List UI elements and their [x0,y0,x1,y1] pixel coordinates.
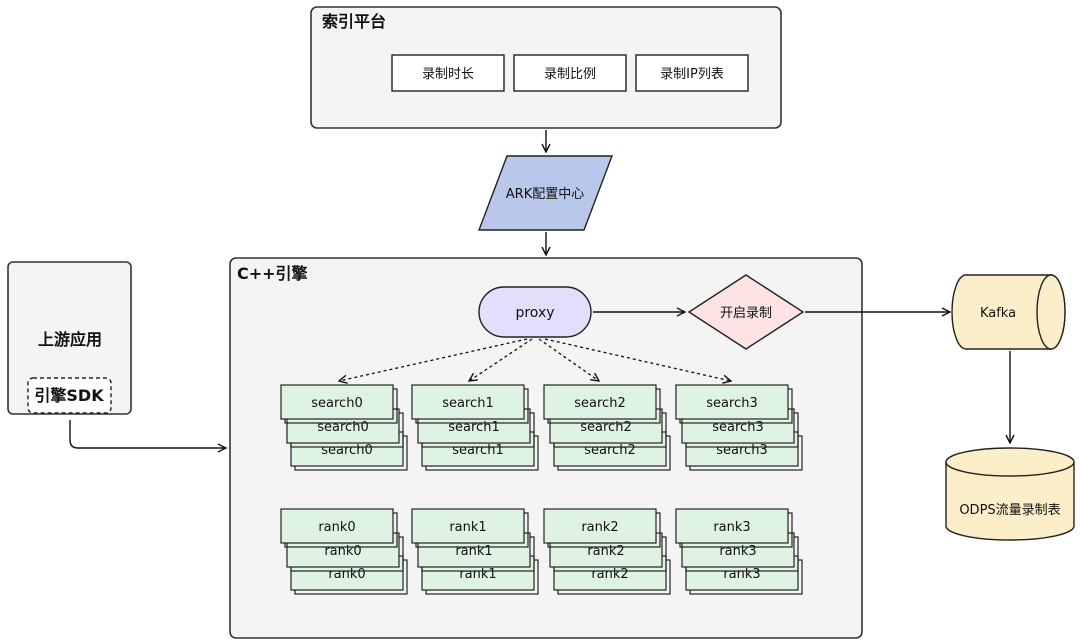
search-node-label: search1 [442,396,493,411]
search-node-box [675,384,789,420]
rank-node-box [675,508,789,544]
ark-shape [477,155,614,231]
rank-node-label: rank2 [587,544,624,559]
search-node-label: search3 [706,396,757,411]
rank-node-label: rank3 [719,544,756,559]
rank-stack-3: rank3 rank3 rank3 [675,508,803,595]
record-duration-label: 录制时长 [422,67,474,82]
kafka-cap [1036,274,1066,350]
upstream-app: 上游应用 引擎SDK [7,261,132,415]
dash-arrow-search1 [469,338,533,381]
record-switch-shape [687,274,805,350]
kafka-queue: Kafka [951,274,1066,350]
search-node-label: search3 [712,420,763,435]
search-node-box [411,384,525,420]
cpp-engine-title: C++引擎 [237,264,309,283]
proxy-shape [478,286,592,338]
dash-arrow-search0 [339,338,528,381]
rank-node-label: rank1 [449,520,486,535]
rank-node-label: rank1 [459,567,496,582]
record-switch-decision: 开启录制 [687,274,805,350]
rank-node-box [280,508,394,544]
search-node-label: search0 [311,396,362,411]
search-node-label: search1 [452,443,503,458]
proxy-label: proxy [515,305,554,321]
search-node-label: search0 [321,443,372,458]
proxy-node: proxy [478,286,592,338]
record-ip-list-box [635,54,749,92]
search-stack-0: search0 search0 search0 [280,384,408,471]
rank-node-label: rank0 [324,544,361,559]
record-switch-label: 开启录制 [720,306,772,321]
record-ip-list-label: 录制IP列表 [660,67,724,82]
index-platform-title: 索引平台 [322,12,386,31]
search-stack-1: search1 search1 search1 [411,384,539,471]
record-duration-box [391,54,505,92]
odps-table: ODPS流量录制表 [945,447,1075,541]
search-node-label: search2 [574,396,625,411]
search-node-label: search2 [584,443,635,458]
rank-stack-2: rank2 rank2 rank2 [543,508,671,595]
record-ratio-label: 录制比例 [544,67,596,82]
ark-label: ARK配置中心 [506,187,584,202]
odps-top [945,447,1075,477]
engine-sdk-box [27,377,112,414]
dash-arrow-search3 [544,338,731,381]
proxy-fanout-arrows [339,338,731,381]
search-stack-2: search2 search2 search2 [543,384,671,471]
search-node-label: search1 [448,420,499,435]
search-node-stacks: search0search0search0search1search1searc… [280,384,803,471]
dash-arrow-search2 [538,338,599,381]
rank-node-stacks: rank0rank0rank0rank1rank1rank1rank2rank2… [280,508,803,595]
search-node-box [280,384,394,420]
rank-node-box [411,508,525,544]
rank-stack-0: rank0 rank0 rank0 [280,508,408,595]
upstream-app-box [7,261,132,415]
kafka-label: Kafka [980,306,1016,321]
arrow-sdk-to-engine [69,420,226,448]
search-node-label: search2 [580,420,631,435]
rank-node-box [543,508,657,544]
search-node-box [543,384,657,420]
search-node-label: search3 [716,443,767,458]
rank-node-label: rank2 [591,567,628,582]
rank-node-label: rank3 [713,520,750,535]
search-node-label: search0 [317,420,368,435]
rank-node-label: rank0 [328,567,365,582]
engine-sdk-label: 引擎SDK [34,386,104,405]
upstream-app-title: 上游应用 [38,330,102,349]
rank-node-label: rank3 [723,567,760,582]
odps-body [945,462,1075,541]
record-ratio-box [513,54,627,92]
rank-node-label: rank0 [318,520,355,535]
rank-stack-1: rank1 rank1 rank1 [411,508,539,595]
index-platform-panel: 索引平台 录制时长 录制比例 录制IP列表 [310,6,782,129]
search-stack-3: search3 search3 search3 [675,384,803,471]
rank-node-label: rank1 [455,544,492,559]
odps-label: ODPS流量录制表 [959,503,1060,518]
ark-config-center: ARK配置中心 [477,155,614,231]
rank-node-label: rank2 [581,520,618,535]
